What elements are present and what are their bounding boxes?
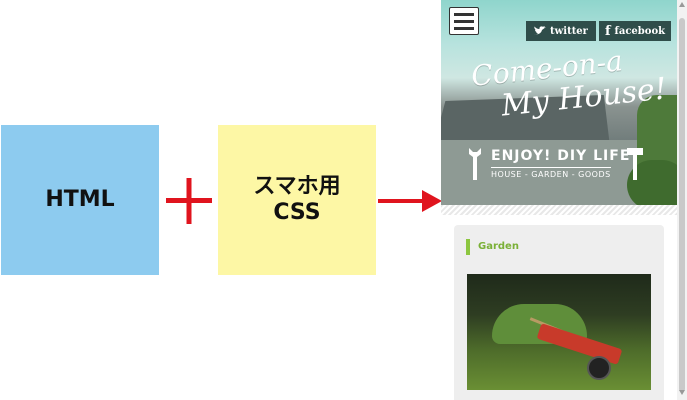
scrollbar-thumb[interactable] — [679, 18, 685, 392]
hamburger-icon-bar — [454, 19, 474, 23]
card-title: Garden — [478, 241, 519, 252]
twitter-label: twitter — [550, 25, 588, 37]
hero-divider — [441, 205, 677, 215]
wheelbarrow-wheel — [587, 356, 611, 380]
facebook-icon: f — [604, 23, 611, 39]
css-box-line2: CSS — [273, 200, 321, 225]
hammer-icon — [627, 148, 643, 180]
html-box: HTML — [1, 125, 159, 275]
arrow-right-icon — [378, 190, 442, 212]
card-accent-bar — [466, 239, 470, 255]
css-box-line1: スマホ用 — [253, 173, 341, 199]
hero-subline: HOUSE - GARDEN - GOODS — [491, 167, 611, 179]
hero-tagline: ENJOY! DIY LIFE — [491, 148, 631, 164]
facebook-button[interactable]: f facebook — [599, 21, 671, 41]
scrollbar[interactable] — [677, 0, 687, 400]
twitter-button[interactable]: twitter — [526, 21, 596, 41]
smartphone-preview: twitter f facebook Come-on-a My House! E… — [441, 0, 687, 400]
wrench-icon — [469, 148, 481, 180]
twitter-icon — [534, 26, 547, 35]
html-label: HTML — [45, 186, 115, 212]
facebook-label: facebook — [614, 25, 666, 37]
menu-button[interactable] — [449, 7, 479, 35]
hamburger-icon-bar — [454, 12, 474, 16]
scroll-up-icon[interactable] — [679, 2, 685, 7]
css-box: スマホ用 CSS — [218, 125, 376, 275]
plus-icon — [166, 178, 212, 224]
garden-card[interactable]: Garden — [454, 225, 664, 400]
scroll-down-icon[interactable] — [679, 390, 685, 395]
garden-photo[interactable] — [467, 274, 651, 390]
hamburger-icon-bar — [454, 26, 474, 30]
hero-banner: twitter f facebook Come-on-a My House! E… — [441, 0, 677, 205]
